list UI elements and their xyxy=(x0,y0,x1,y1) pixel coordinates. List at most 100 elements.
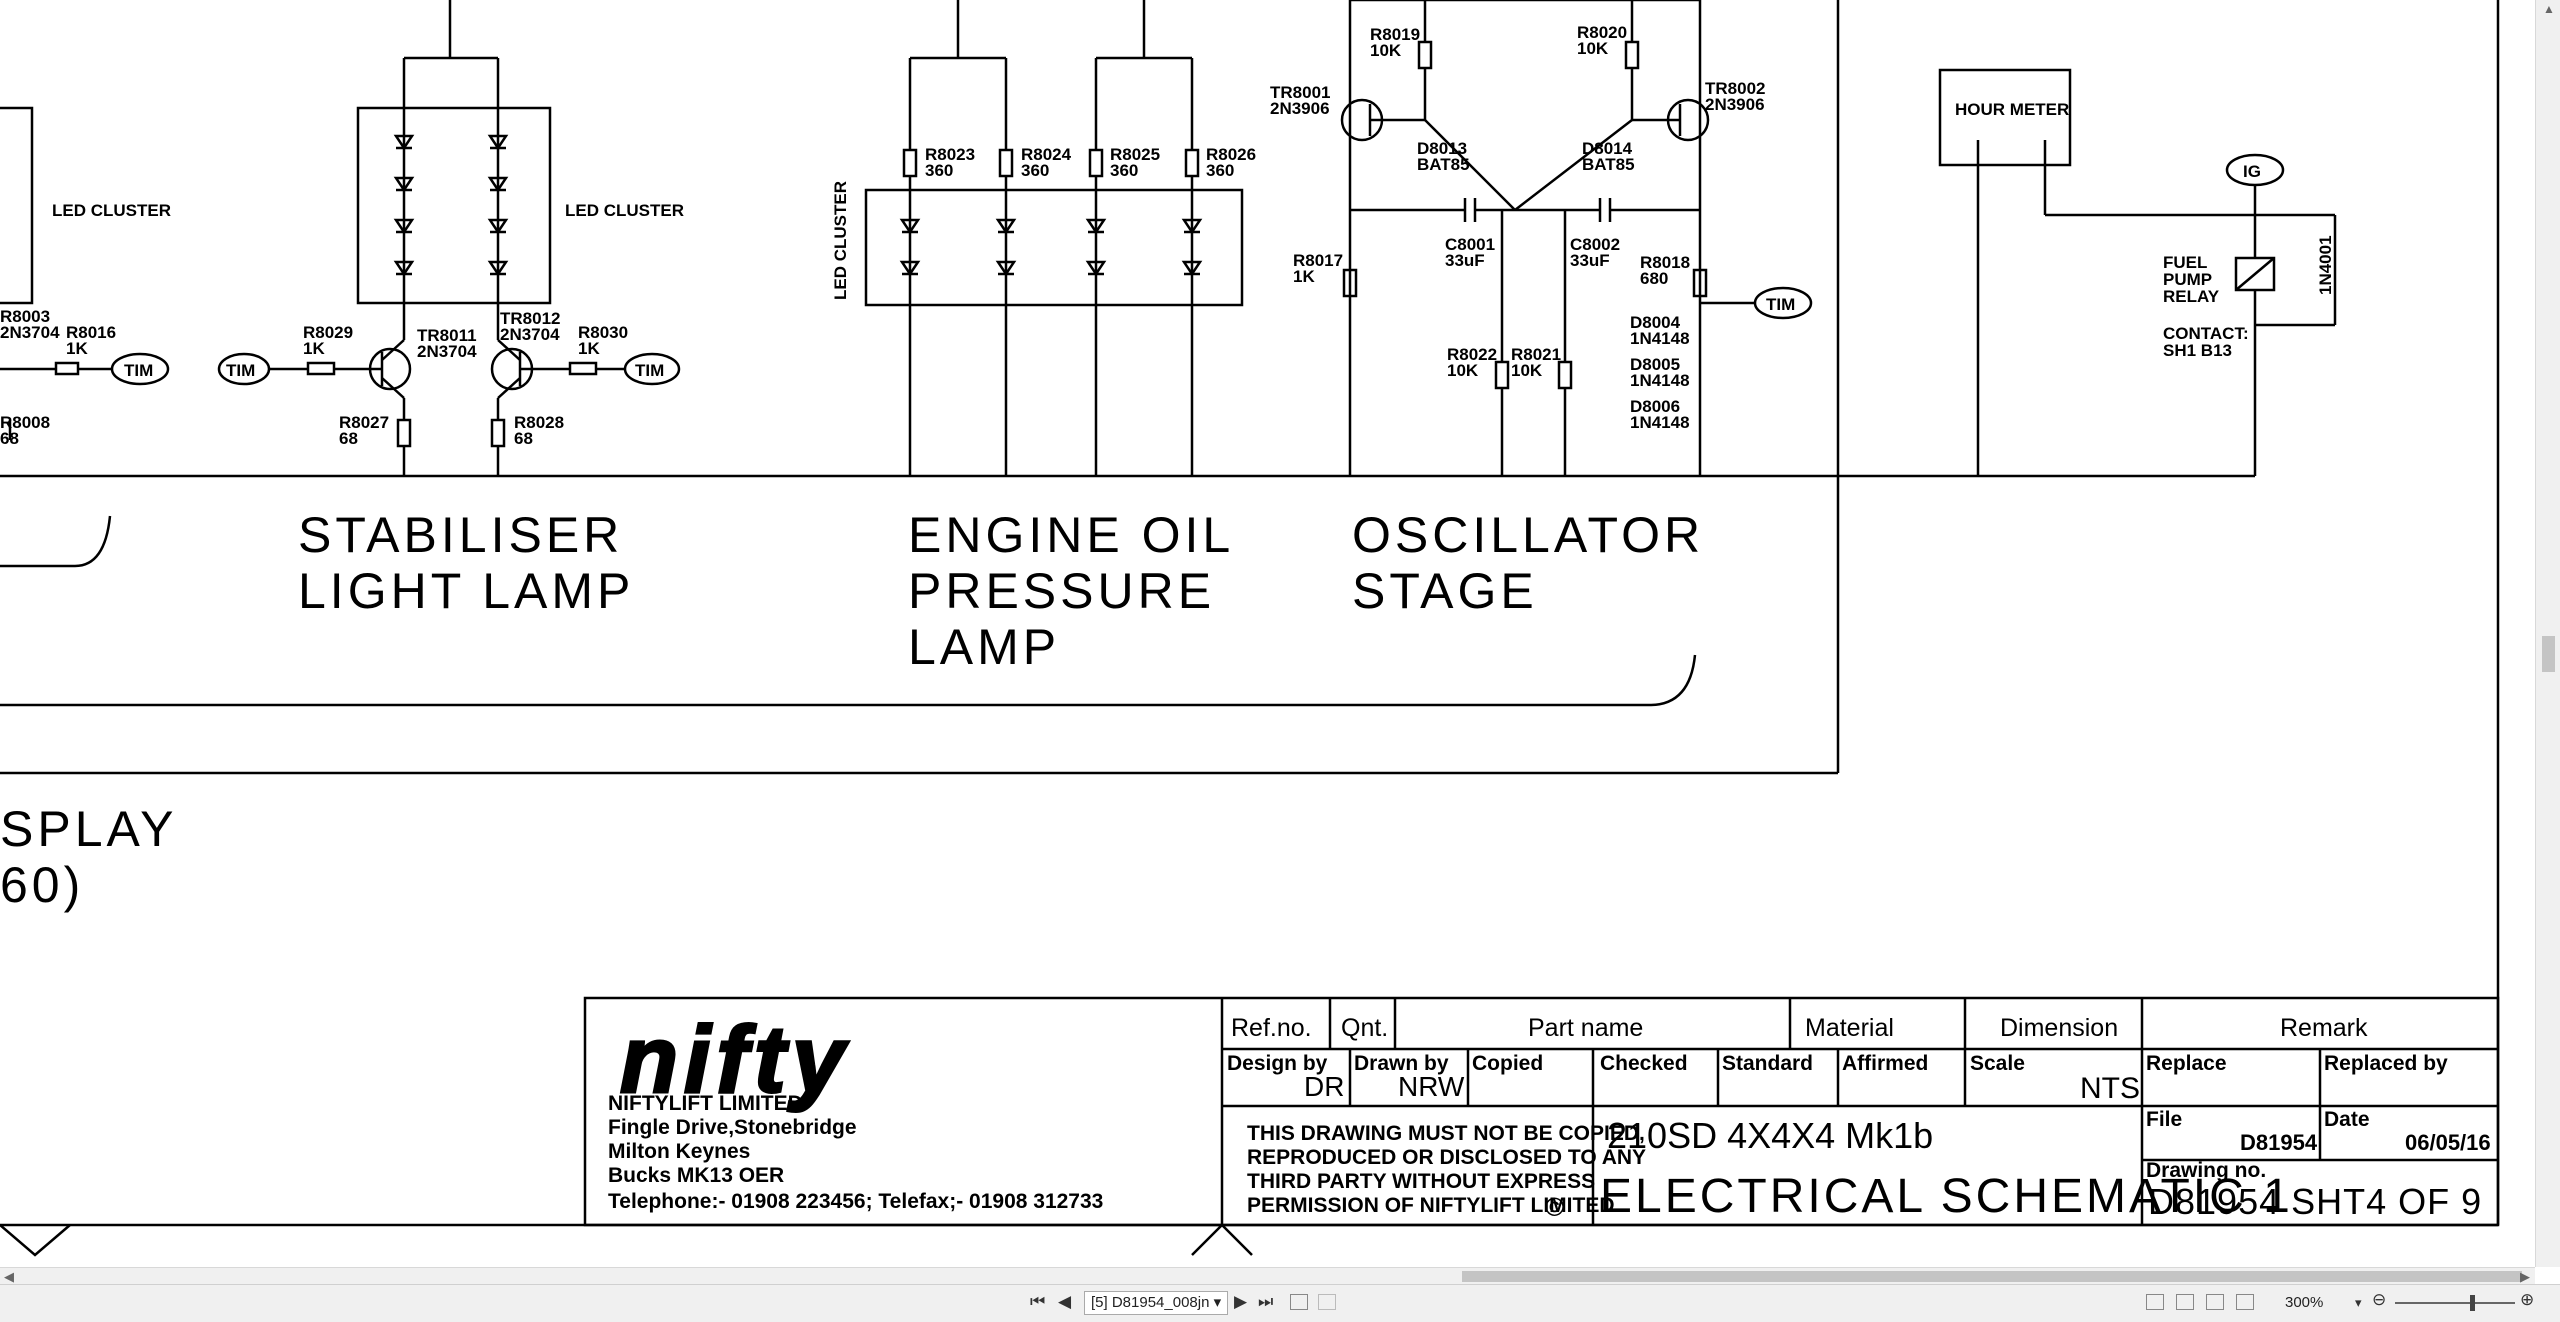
tim-label: TIM xyxy=(635,361,664,380)
component-ref: R8019 xyxy=(1370,25,1420,44)
hour-meter-label: HOUR METER xyxy=(1955,100,2069,119)
component-ref: C8002 xyxy=(1570,235,1620,254)
horizontal-scrollbar[interactable]: ◀ ▶ xyxy=(0,1267,2535,1285)
component-value: 360 xyxy=(1206,161,1234,180)
previous-page-icon[interactable]: ◀ xyxy=(1058,1292,1072,1311)
fuel-pump-relay-label: FUEL xyxy=(2163,253,2207,272)
component-ref: R8003 xyxy=(0,307,50,326)
component-value: 1K xyxy=(66,339,88,358)
company-line: NIFTYLIFT LIMITED xyxy=(608,1092,803,1115)
component-value: BAT85 xyxy=(1417,155,1470,174)
copied-label: Copied xyxy=(1472,1052,1543,1075)
design-by-value: DR xyxy=(1304,1071,1344,1102)
tim-oval xyxy=(1753,286,1813,320)
component-ref: TR8011 xyxy=(417,326,477,345)
component-ref: R8017 xyxy=(1293,251,1343,270)
ig-oval xyxy=(2225,153,2285,187)
component-value: 2N3906 xyxy=(1705,95,1765,114)
section-title: STABILISER xyxy=(298,507,623,563)
component-value: 360 xyxy=(1021,161,1049,180)
component-ref: TR8001 xyxy=(1270,83,1330,102)
first-page-icon[interactable]: ⏮ xyxy=(1030,1292,1046,1311)
section-title: SPLAY xyxy=(0,801,178,857)
single-page-view-icon[interactable] xyxy=(2146,1294,2164,1310)
book-view-icon[interactable] xyxy=(2236,1294,2254,1310)
vertical-scroll-thumb[interactable] xyxy=(2542,636,2555,672)
file-label: File xyxy=(2146,1108,2182,1131)
drawing-number: D81954 SHT4 OF 9 xyxy=(2148,1181,2482,1222)
component-ref: D8013 xyxy=(1417,139,1467,158)
company-line: Telephone:- 01908 223456; Telefax;- 0190… xyxy=(608,1190,1103,1213)
component-ref: R8025 xyxy=(1110,145,1160,164)
design-by-label: Design by xyxy=(1227,1052,1328,1075)
drawing-no-label: Drawing no. xyxy=(2146,1159,2266,1182)
contact-label: CONTACT: xyxy=(2163,324,2249,343)
component-value: 1N4148 xyxy=(1630,371,1690,390)
copyright-symbol: © xyxy=(1545,1192,1564,1222)
checked-label: Checked xyxy=(1600,1052,1688,1075)
scroll-left-icon[interactable]: ◀ xyxy=(4,1269,14,1284)
last-page-icon[interactable]: ⏭ xyxy=(1258,1292,1274,1311)
component-value: 68 xyxy=(0,429,19,448)
replace-label: Replace xyxy=(2146,1052,2227,1075)
paste-icon[interactable] xyxy=(1318,1294,1336,1310)
component-ref: R8029 xyxy=(303,323,353,342)
zoom-slider[interactable] xyxy=(2395,1295,2515,1311)
header-dimension: Dimension xyxy=(2000,1014,2118,1042)
two-page-view-icon[interactable] xyxy=(2206,1294,2224,1310)
section-title: STAGE xyxy=(1352,563,1538,619)
component-value: 1N4148 xyxy=(1630,413,1690,432)
drawn-by-label: Drawn by xyxy=(1354,1052,1449,1075)
component-value: 68 xyxy=(339,429,358,448)
company-line: Milton Keynes xyxy=(608,1140,750,1163)
section-title: OSCILLATOR xyxy=(1352,507,1704,563)
component-value: 680 xyxy=(1640,269,1668,288)
component-ref: R8021 xyxy=(1511,345,1561,364)
component-value: 2N3704 xyxy=(0,323,60,342)
zoom-out-icon[interactable]: ⊖ xyxy=(2372,1290,2387,1309)
drawing-title: ELECTRICAL SCHEMATIC 1 xyxy=(1600,1170,2293,1223)
zoom-level[interactable]: 300% xyxy=(2285,1294,2324,1311)
component-ref: D8004 xyxy=(1630,313,1681,332)
component-ref: R8022 xyxy=(1447,345,1497,364)
zoom-in-icon[interactable]: ⊕ xyxy=(2520,1290,2535,1309)
section-title: ENGINE OIL xyxy=(908,507,1234,563)
component-ref: R8027 xyxy=(339,413,389,432)
page-selector[interactable]: [5] D81954_008jn ▾ xyxy=(1084,1291,1229,1315)
component-value: 33uF xyxy=(1570,251,1610,270)
header-part-name: Part name xyxy=(1528,1014,1643,1042)
scroll-right-icon[interactable]: ▶ xyxy=(2520,1269,2530,1284)
zoom-slider-knob[interactable] xyxy=(2470,1295,2475,1311)
status-bar: ⏮ ◀ [5] D81954_008jn ▾ ▶ ⏭ 300% ▾ ⊖ ⊕ xyxy=(0,1284,2560,1322)
component-ref: D8005 xyxy=(1630,355,1680,374)
component-value: 360 xyxy=(1110,161,1138,180)
component-value: 68 xyxy=(514,429,533,448)
component-ref: R8026 xyxy=(1206,145,1256,164)
copy-icon[interactable] xyxy=(1290,1294,1308,1310)
component-value: 1K xyxy=(303,339,325,358)
component-ref: R8023 xyxy=(925,145,975,164)
led-cluster-label: LED CLUSTER xyxy=(565,201,684,220)
tim-label: TIM xyxy=(124,361,153,380)
horizontal-scroll-thumb[interactable] xyxy=(1462,1271,2522,1282)
schematic-canvas: LED CLUSTER TIM TIM TIM TIM LED CLUSTER … xyxy=(0,0,2500,1257)
tim-label: TIM xyxy=(1766,295,1795,314)
component-ref: D8006 xyxy=(1630,397,1680,416)
section-title: 60) xyxy=(0,857,84,913)
company-line: Bucks MK13 OER xyxy=(608,1164,784,1187)
tim-oval xyxy=(623,352,681,386)
next-page-icon[interactable]: ▶ xyxy=(1234,1292,1248,1311)
header-ref-no: Ref.no. xyxy=(1231,1014,1312,1042)
nifty-logo: nifty xyxy=(620,1007,851,1113)
fuel-pump-relay-label: RELAY xyxy=(2163,287,2220,306)
vertical-scrollbar[interactable]: ▲ xyxy=(2535,0,2560,1267)
zoom-menu-icon[interactable]: ▾ xyxy=(2355,1295,2362,1310)
continuous-view-icon[interactable] xyxy=(2176,1294,2194,1310)
component-value: 10K xyxy=(1511,361,1543,380)
component-ref: R8018 xyxy=(1640,253,1690,272)
component-ref: R8028 xyxy=(514,413,564,432)
scroll-up-icon[interactable]: ▲ xyxy=(2543,2,2555,16)
component-value: 33uF xyxy=(1445,251,1485,270)
notice-line: THIS DRAWING MUST NOT BE COPIED, xyxy=(1247,1122,1645,1145)
notice-line: REPRODUCED OR DISCLOSED TO ANY xyxy=(1247,1146,1646,1169)
